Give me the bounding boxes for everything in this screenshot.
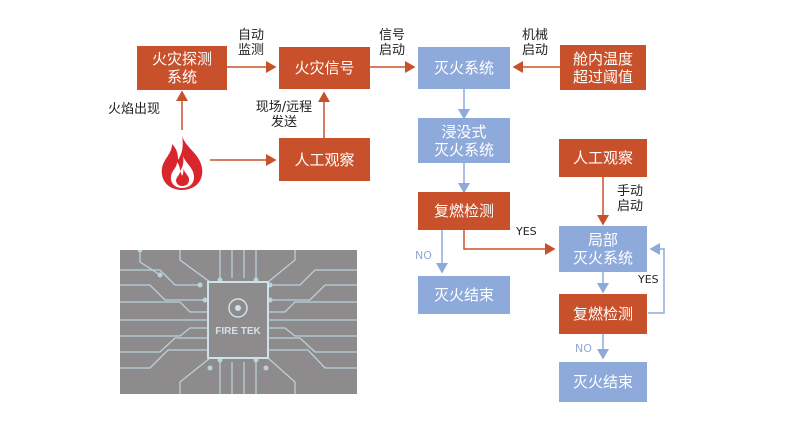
reignite-check-node-1: 复燃检测 [418,192,510,230]
label-yes-1: YES [516,225,537,238]
label-no-2: NO [575,342,592,355]
label-mechanical-start: 机械 启动 [521,28,548,58]
manual-observe-node-left: 人工观察 [279,138,370,181]
label-yes-2: YES [638,273,659,286]
fire-signal-node: 火灾信号 [279,47,370,89]
circuit-board-icon: FIRE TEK [120,250,357,394]
circuit-chip-image: FIRE TEK [120,250,357,394]
label-no-1: NO [415,249,432,262]
cabin-temperature-node: 舱内温度 超过阈值 [560,45,646,90]
label-onsite-remote: 现场/远程 发送 [255,100,313,130]
label-signal-start: 信号 启动 [378,28,405,58]
manual-observe-node-right: 人工观察 [559,139,647,177]
end-node-2: 灭火结束 [559,362,647,402]
immersion-system-node: 浸没式 灭火系统 [418,118,510,163]
fire-detection-system-node: 火灾探测 系统 [137,46,227,90]
flame-icon [161,136,203,190]
label-auto-monitor: 自动 监测 [237,28,264,58]
end-node-1: 灭火结束 [418,276,510,314]
arrow-reignite1-yes-to-local [463,230,556,255]
reignite-check-node-2: 复燃检测 [559,294,647,334]
extinguish-system-node: 灭火系统 [418,47,510,89]
local-system-node: 局部 灭火系统 [559,226,647,272]
label-manual-start: 手动 启动 [616,184,643,214]
label-flame-appear: 火焰出现 [108,102,161,117]
arrow-reignite2-yes-loop [648,243,665,314]
chip-logo-text: FIRE TEK [215,326,261,337]
